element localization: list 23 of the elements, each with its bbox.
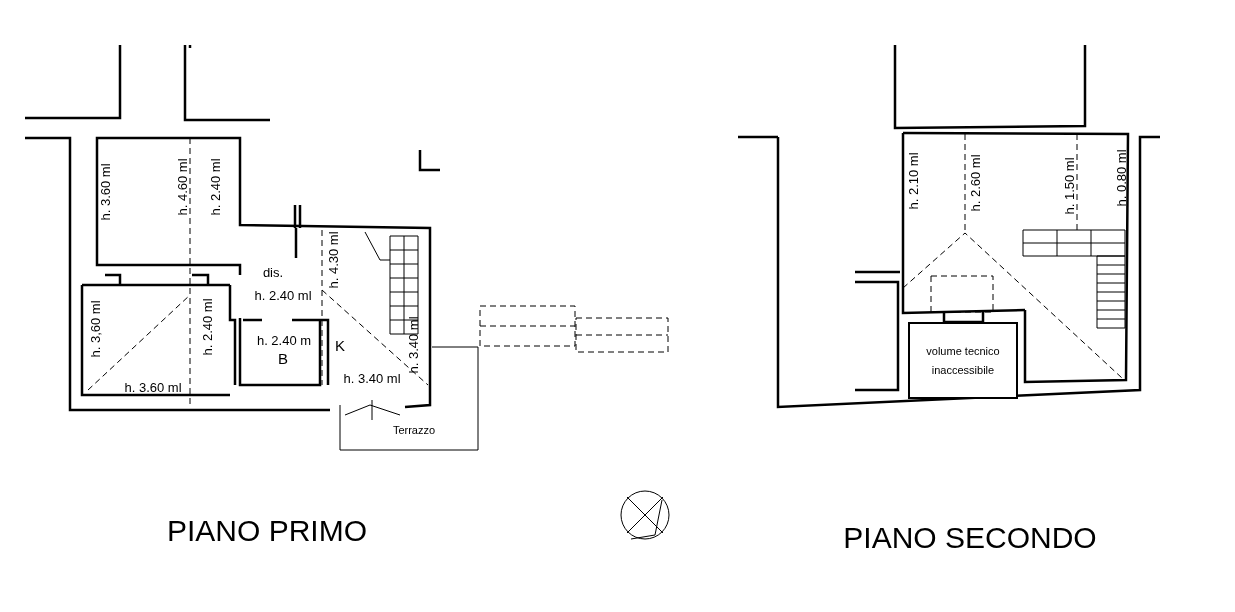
floor-title: PIANO PRIMO (167, 516, 367, 546)
ceiling-height-label: h. 2.60 ml (968, 154, 982, 212)
ceiling-height-label: h. 2.40 ml (200, 298, 214, 356)
ceiling-height-label: h. 2.40 ml (254, 288, 312, 302)
ceiling-height-label: h. 3.60 ml (124, 380, 182, 394)
room-label: dis. (262, 265, 284, 279)
ceiling-height-label: h. 4.60 ml (175, 158, 189, 216)
ceiling-height-label: h. 4.30 ml (326, 231, 340, 289)
ceiling-height-label: h. 2.40 ml (208, 158, 222, 216)
area-label: Terrazzo (392, 424, 436, 436)
floor-title: PIANO SECONDO (843, 523, 1097, 553)
room-label: B (278, 350, 288, 366)
ceiling-height-label: h. 3.40 ml (406, 316, 420, 374)
ceiling-height-label: h. 1.50 ml (1062, 157, 1076, 215)
technical-room-box (908, 322, 1018, 399)
ceiling-height-label: h. 3.40 ml (343, 371, 401, 385)
ceiling-height-label: h. 2.10 ml (906, 152, 920, 210)
room-label: K (335, 337, 345, 353)
ceiling-height-label: h. 3.60 ml (98, 163, 112, 221)
ceiling-height-label: h. 2.40 m (256, 333, 312, 347)
room-label: volume tecnico inaccessibile (925, 343, 1001, 378)
ceiling-height-label: h. 0.80 ml (1114, 149, 1128, 207)
ceiling-height-label: h. 3,60 ml (88, 300, 102, 358)
